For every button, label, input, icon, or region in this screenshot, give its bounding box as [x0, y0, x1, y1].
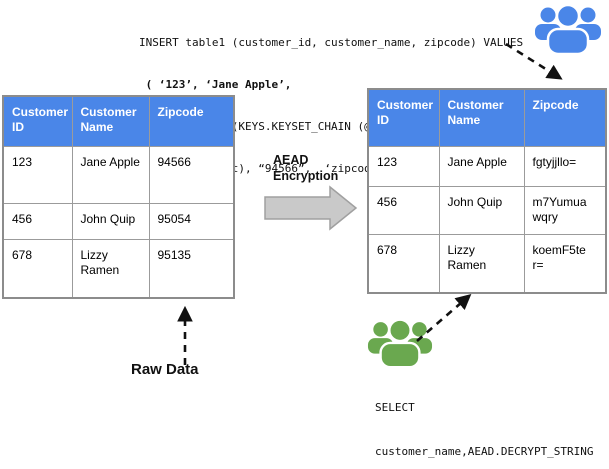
cell-customer-name: Lizzy Ramen [438, 233, 525, 294]
cell-zipcode-encrypted: koemF5ter= [523, 233, 607, 294]
cell-customer-name: Jane Apple [438, 145, 525, 187]
cell-customer-id: 456 [367, 185, 440, 235]
select-flow-arrow [416, 293, 472, 342]
cell-customer-id: 123 [367, 145, 440, 187]
select-sql-line: SELECT [375, 401, 415, 414]
select-sql-code: SELECT customer_name,AEAD.DECRYPT_STRING… [375, 372, 594, 469]
cell-customer-id: 123 [2, 145, 73, 204]
cell-zipcode: 95054 [148, 202, 235, 240]
aead-label-line: AEAD [273, 153, 309, 167]
insert-sql-line: INSERT table1 (customer_id, customer_nam… [139, 36, 524, 49]
raw-data-label: Raw Data [131, 361, 199, 378]
column-header: Customer Name [438, 88, 525, 147]
column-header: Customer ID [2, 95, 73, 147]
column-header: Customer Name [71, 95, 150, 147]
table-header-row: Customer ID Customer Name Zipcode [2, 95, 235, 147]
cell-customer-name: John Quip [438, 185, 525, 235]
table-row: 123 Jane Apple 94566 [2, 145, 235, 204]
table-row: 456 John Quip 95054 [2, 202, 235, 240]
cell-customer-id: 456 [2, 202, 73, 240]
column-header: Zipcode [523, 88, 607, 147]
column-header: Zipcode [148, 95, 235, 147]
cell-customer-id: 678 [2, 238, 73, 299]
raw-data-table: Customer ID Customer Name Zipcode 123 Ja… [2, 95, 235, 299]
users-group-icon [535, 3, 601, 54]
cell-zipcode-encrypted: fgtyjjllo= [523, 145, 607, 187]
table-row: 123 Jane Apple fgtyjjllo= [367, 145, 607, 187]
cell-customer-name: Lizzy Ramen [71, 238, 150, 299]
encrypted-data-table: Customer ID Customer Name Zipcode 123 Ja… [367, 88, 607, 294]
table-row: 678 Lizzy Ramen 95135 [2, 238, 235, 299]
cell-customer-id: 678 [367, 233, 440, 294]
select-sql-line: customer_name,AEAD.DECRYPT_STRING [375, 444, 594, 458]
column-header: Customer ID [367, 88, 440, 147]
cell-zipcode: 95135 [148, 238, 235, 299]
table-row: 678 Lizzy Ramen koemF5ter= [367, 233, 607, 294]
table-header-row: Customer ID Customer Name Zipcode [367, 88, 607, 147]
cell-zipcode: 94566 [148, 145, 235, 204]
users-group-icon [367, 318, 433, 368]
cell-zipcode-encrypted: m7Yumuawqry [523, 185, 607, 235]
aead-encryption-label: AEAD Encryption [273, 152, 338, 184]
raw-data-arrow [177, 305, 193, 365]
cell-customer-name: John Quip [71, 202, 150, 240]
insert-sql-line: ( ‘123’, ‘Jane Apple’, [139, 78, 292, 91]
encryption-block-arrow [264, 185, 358, 231]
insert-flow-arrow [505, 42, 563, 80]
table-row: 456 John Quip m7Yumuawqry [367, 185, 607, 235]
aead-label-line: Encryption [273, 169, 339, 183]
cell-customer-name: Jane Apple [71, 145, 150, 204]
